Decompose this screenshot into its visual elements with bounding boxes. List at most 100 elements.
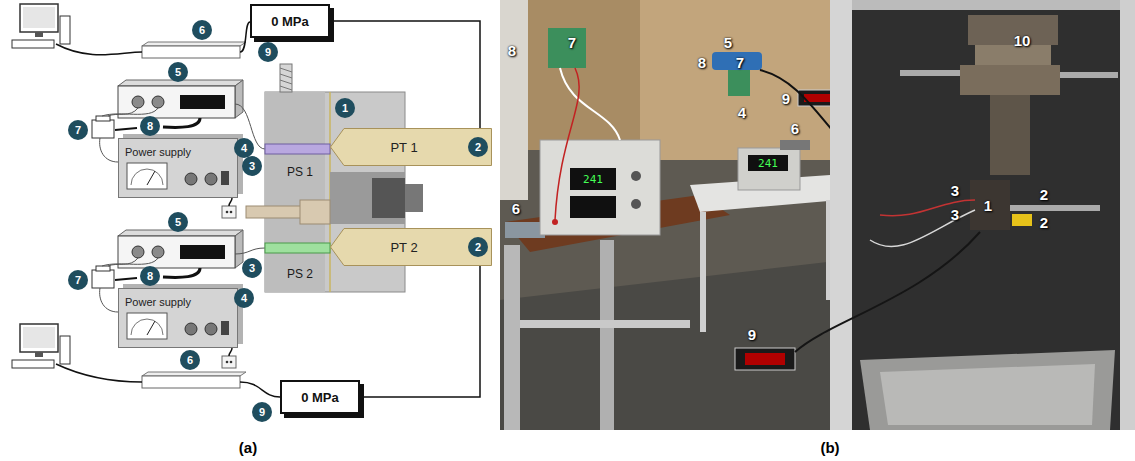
wire [880, 200, 975, 216]
node-text: 0 MPa [271, 14, 309, 29]
shelf-post [504, 245, 520, 430]
callout-number: 9 [252, 402, 272, 422]
tray [860, 350, 1115, 430]
vessel-flange [960, 65, 1060, 95]
sensor-label: PS 1 [287, 165, 313, 179]
stand [35, 352, 43, 357]
cable [229, 198, 232, 206]
photo-callout: 9 [782, 90, 790, 107]
photo-callout: 4 [738, 104, 746, 121]
knob [631, 199, 641, 209]
meter-needle [147, 171, 155, 185]
device-7 [548, 28, 586, 68]
display [570, 196, 616, 218]
photo-callout: 9 [748, 326, 756, 343]
outlet-hole [230, 211, 233, 214]
amplifier-top [142, 42, 246, 46]
tower [60, 16, 70, 44]
piston [372, 178, 405, 218]
cable [115, 128, 137, 130]
cable [240, 382, 280, 397]
meter-scale [131, 319, 163, 335]
node-text: 0 MPa [301, 390, 339, 405]
wire [108, 258, 138, 266]
screen [23, 327, 55, 348]
computer [12, 324, 70, 368]
transformer-top [96, 116, 110, 121]
callout-number: 8 [140, 116, 160, 136]
panel-label: (a) [239, 439, 257, 456]
photo-callout: 3 [951, 182, 959, 199]
cabinet-frame [1120, 0, 1135, 430]
knob [205, 323, 217, 335]
knob [185, 173, 197, 185]
vessel-flange [975, 45, 1051, 65]
callout-number: 1 [335, 98, 355, 118]
knob [205, 173, 217, 185]
screen [23, 7, 55, 28]
wire [560, 68, 620, 140]
pressure-display: 0 MPa [280, 380, 360, 414]
cable [56, 364, 142, 382]
photo-callout: 8 [698, 54, 706, 71]
wire [870, 210, 975, 247]
callout-number: 9 [258, 42, 278, 62]
amplifier [142, 46, 240, 58]
cable [163, 268, 200, 277]
callout-number: 6 [192, 20, 212, 40]
knob [185, 323, 197, 335]
callout-number: 5 [168, 62, 188, 82]
meter [127, 163, 167, 189]
table-leg [700, 212, 706, 332]
box-front [118, 86, 235, 118]
pressure-display: 0 MPa [250, 4, 330, 38]
computer [12, 4, 70, 48]
photo-callout: 3 [951, 206, 959, 223]
photo-callout: 6 [791, 120, 799, 137]
tube [1060, 72, 1118, 78]
photo-callout: 7 [568, 34, 576, 51]
display-readout: 241 [581, 173, 605, 186]
amplifier [142, 376, 240, 388]
vessel-stem [990, 95, 1030, 175]
callout-number: 2 [468, 137, 488, 157]
cabinet-frame [830, 0, 852, 430]
floor [500, 260, 845, 430]
callout-number: 4 [234, 288, 254, 308]
device-7 [728, 70, 750, 96]
wire [555, 68, 579, 220]
outlet-hole [226, 211, 229, 214]
wire [100, 288, 118, 312]
signal-cable [360, 266, 480, 397]
display-digits [745, 353, 785, 365]
switch [221, 321, 229, 335]
outlet [222, 356, 236, 368]
wire [102, 108, 158, 116]
display-readout: 241 [756, 157, 780, 170]
callout-number: 7 [68, 120, 88, 140]
piston-housing [330, 172, 405, 224]
screw [280, 64, 292, 92]
node-text: PT 1 [390, 140, 417, 155]
pressure-sensor-1 [265, 144, 330, 154]
socket [132, 246, 144, 258]
tower [60, 336, 70, 364]
monitor [20, 324, 58, 352]
cabinet-top [852, 0, 1120, 10]
power-supply [738, 148, 800, 190]
vessel-cap [968, 15, 1058, 45]
node-text: PT 2 [390, 240, 417, 255]
photo-callout: 6 [512, 200, 520, 217]
cable [240, 22, 250, 52]
sensor-wire [235, 248, 265, 254]
valve-stem [300, 200, 330, 224]
callout-number: 5 [168, 212, 188, 232]
signal-cable [330, 21, 480, 128]
wire [102, 258, 158, 266]
photo-callout: 2 [1040, 186, 1048, 203]
callout-number: 4 [234, 138, 254, 158]
probe-body [331, 129, 492, 166]
connector [180, 245, 225, 259]
photo-callout: 7 [736, 54, 744, 71]
